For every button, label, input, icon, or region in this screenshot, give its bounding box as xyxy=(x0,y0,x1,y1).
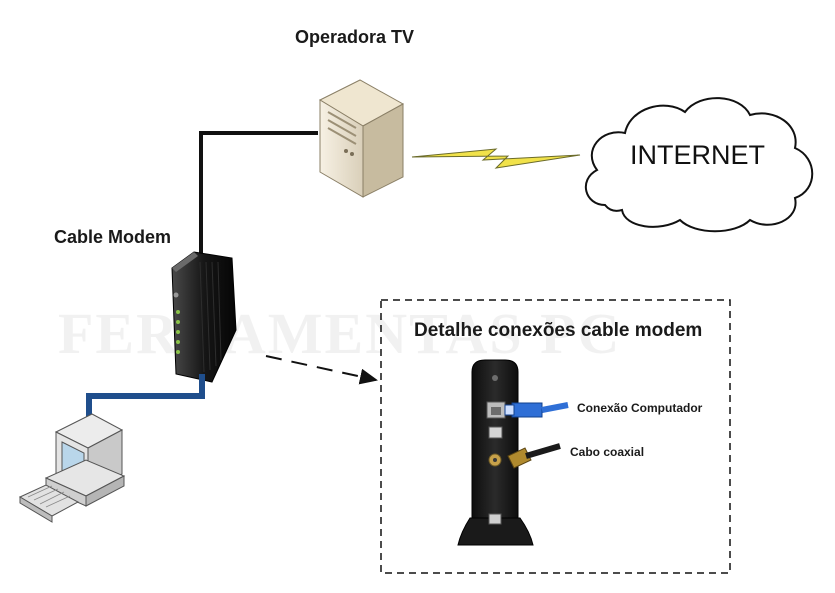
computer-connection-label: Conexão Computador xyxy=(577,401,703,415)
operadora-tv-label: Operadora TV xyxy=(295,27,415,47)
detail-title: Detalhe conexões cable modem xyxy=(414,320,703,341)
server-icon xyxy=(318,79,405,198)
lightning-link xyxy=(411,148,581,169)
cable-modem-icon xyxy=(171,251,237,383)
computer-cable-line xyxy=(86,374,205,432)
coaxial-cable-label: Cabo coaxial xyxy=(570,445,645,459)
tv-cable-line xyxy=(199,131,318,255)
detail-box xyxy=(380,299,731,574)
computer-icon xyxy=(18,413,126,523)
coax-connector-icon xyxy=(507,443,561,469)
ethernet-plug-icon xyxy=(504,402,569,418)
internet-cloud xyxy=(584,97,814,233)
watermark: FERRAMENTAS PC xyxy=(58,301,622,366)
cable-modem-label: Cable Modem xyxy=(54,227,172,247)
internet-label: INTERNET xyxy=(630,140,765,170)
detail-arrow xyxy=(265,355,378,385)
modem-back-detail xyxy=(457,359,534,546)
